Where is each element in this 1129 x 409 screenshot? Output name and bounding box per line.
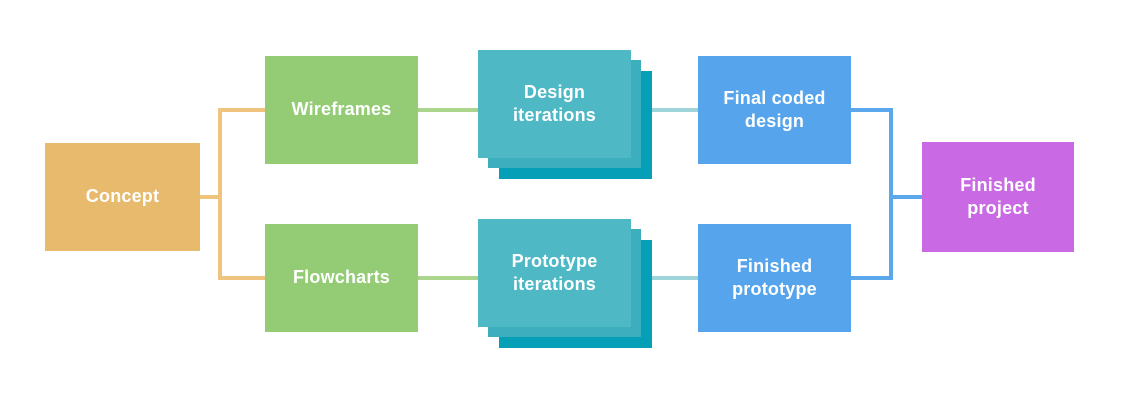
edge-prototype-iterations-finished-prototype (640, 276, 698, 280)
node-final-coded-design-label: Final coded design (723, 87, 826, 131)
node-flowcharts-label: Flowcharts (292, 267, 391, 288)
node-wireframes: Wireframes (265, 56, 418, 164)
node-final-coded-design: Final coded design (698, 56, 851, 164)
node-design-iterations: Design iterations (478, 50, 652, 179)
node-concept: Concept (45, 143, 200, 251)
edge-merge-finished-project (889, 195, 922, 199)
design-iterations-front-card: Design iterations (478, 50, 631, 158)
edge-merge-vertical (889, 108, 893, 280)
edge-design-iterations-final-coded (640, 108, 698, 112)
node-flowcharts: Flowcharts (265, 224, 418, 332)
edge-concept-trunk (218, 108, 222, 280)
edge-final-coded-out (851, 108, 893, 112)
node-finished-project-label: Finished project (960, 174, 1036, 218)
prototype-iterations-front-card: Prototype iterations (478, 219, 631, 327)
node-prototype-iterations: Prototype iterations (478, 219, 652, 348)
edge-wireframes-design-iterations (418, 108, 478, 112)
node-finished-prototype: Finished prototype (698, 224, 851, 332)
edge-concept-flowcharts (218, 276, 265, 280)
node-finished-project: Finished project (922, 142, 1074, 252)
edge-concept-stub (200, 195, 222, 199)
node-design-iterations-label: Design iterations (512, 81, 597, 125)
node-wireframes-label: Wireframes (291, 99, 392, 120)
edge-flowcharts-prototype-iterations (418, 276, 478, 280)
edge-finished-prototype-out (851, 276, 893, 280)
edge-concept-wireframes (218, 108, 265, 112)
node-concept-label: Concept (85, 186, 160, 207)
node-finished-prototype-label: Finished prototype (732, 255, 817, 299)
node-prototype-iterations-label: Prototype iterations (511, 250, 598, 294)
